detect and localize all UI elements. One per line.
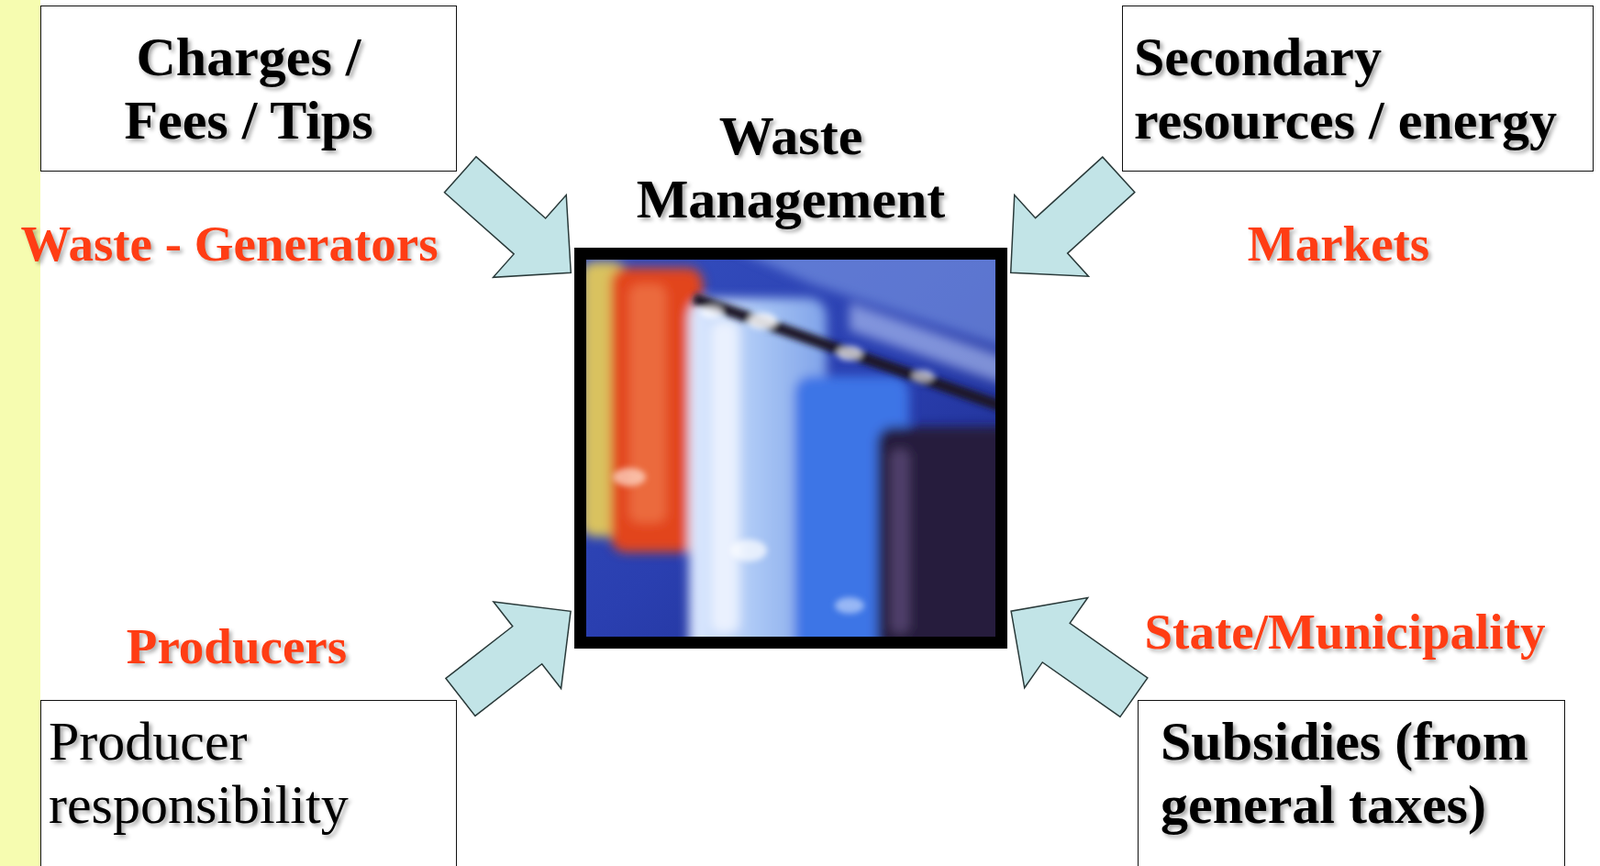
category-label: Markets	[1247, 214, 1431, 273]
category-label: Producers	[126, 617, 347, 676]
box-text: Subsidies (from general taxes)	[1160, 710, 1556, 837]
category-label: State/Municipality	[1144, 602, 1546, 661]
diagram-title: Waste Management	[574, 104, 1008, 232]
text-box: Charges / Fees / Tips	[40, 5, 457, 172]
central-topic: Waste Management	[574, 104, 1008, 649]
box-text: Secondary resources / energy	[1133, 25, 1589, 153]
side-strip	[0, 0, 41, 866]
block-arrow	[1011, 156, 1135, 277]
block-arrow	[444, 156, 571, 278]
box-text: Charges / Fees / Tips	[111, 25, 387, 153]
block-arrow	[1011, 598, 1148, 718]
block-arrow	[445, 601, 571, 717]
text-box: Producer responsibility	[40, 700, 457, 866]
image-area	[574, 247, 1008, 649]
bins-photo	[579, 253, 1002, 644]
text-box: Subsidies (from general taxes)	[1137, 700, 1566, 866]
image-frame	[580, 254, 1002, 644]
category-label: Waste - Generators	[20, 214, 438, 273]
box-text: Producer responsibility	[48, 710, 444, 837]
text-box: Secondary resources / energy	[1122, 5, 1594, 172]
